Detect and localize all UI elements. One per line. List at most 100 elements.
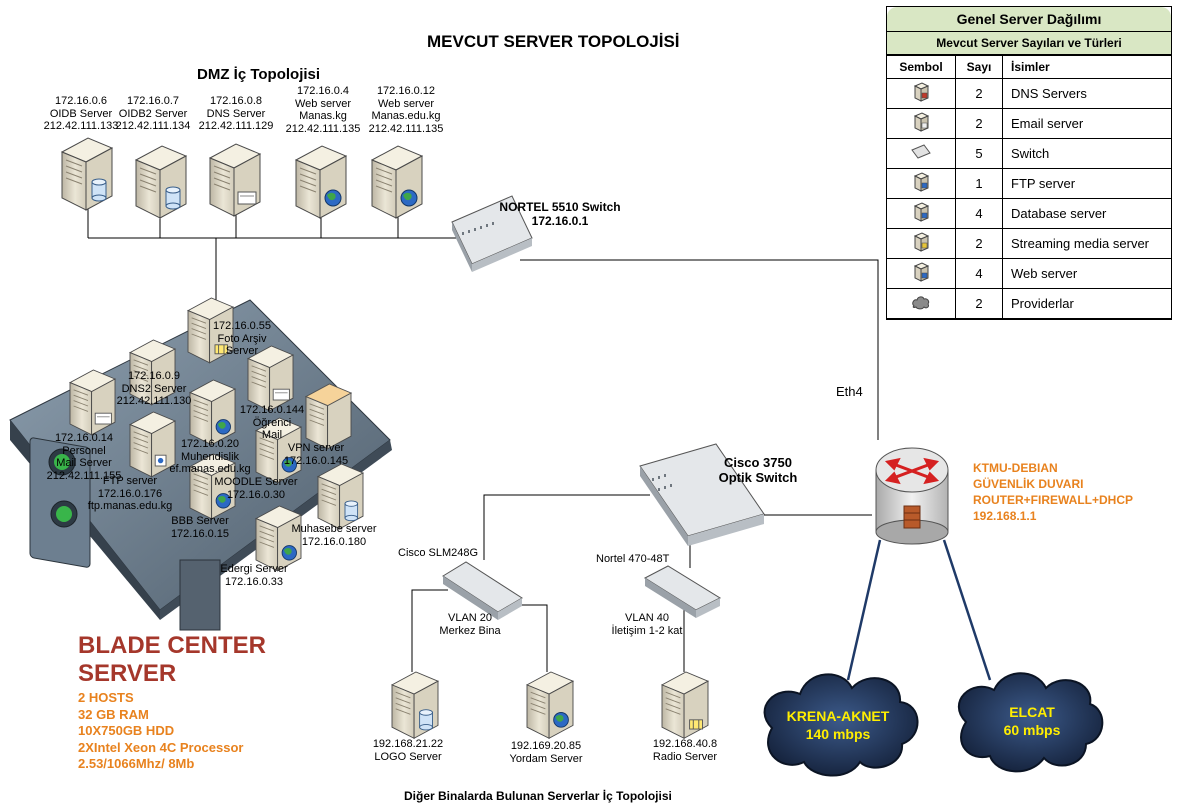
router-label: KTMU-DEBIAN GÜVENLİK DUVARI ROUTER+FIREW… <box>973 461 1134 523</box>
blade-center-title: BLADE CENTER SERVER <box>78 632 267 687</box>
ftp-server-icon <box>887 168 956 199</box>
dmz-server-label-line: Web server <box>294 97 352 110</box>
blade-server-tower <box>188 379 237 446</box>
blade-server-label-line: 212.42.111.155 <box>46 469 122 482</box>
legend-count: 5 <box>955 138 1003 169</box>
dmz-server-label-line: 172.16.0.6 <box>55 95 107 107</box>
cisco-3750-switch <box>639 443 765 546</box>
legend-header-names: İsimler <box>1002 55 1171 79</box>
branch-server-label-line: LOGO Server <box>374 750 442 763</box>
blade-server-tower <box>316 463 365 530</box>
dmz-server-label-line: 172.16.0.4 <box>297 85 349 97</box>
legend-name: FTP server <box>1002 168 1171 199</box>
blade-server-label-line: 172.16.0.145 <box>283 454 349 467</box>
blade-server-label-line: 172.16.0.15 <box>170 527 230 540</box>
branch-server-tower <box>660 671 710 740</box>
legend-header-count: Sayı <box>955 55 1003 79</box>
blade-server-label-line: Server <box>225 345 259 357</box>
blade-server-label-line: 172.16.0.33 <box>224 575 284 588</box>
legend-name: Switch <box>1002 138 1171 169</box>
switch-icon <box>887 138 956 169</box>
blade-server-label-line: 172.16.0.176 <box>97 487 163 500</box>
dmz-title: DMZ İç Topolojisi <box>197 66 321 83</box>
dmz-server-label-line: 212.42.111.134 <box>115 120 191 132</box>
blade-server-label-line: 172.16.0.180 <box>301 535 367 548</box>
dmz-server-tower <box>60 137 114 211</box>
blade-server-label-line: 172.16.0.14 <box>54 432 114 444</box>
legend-name: Streaming media server <box>1002 228 1171 259</box>
cisco-slm-label: Cisco SLM248G <box>398 547 479 559</box>
legend-count: 4 <box>955 198 1003 229</box>
blade-server-tower <box>304 383 353 450</box>
nortel-switch-label: NORTEL 5510 Switch 172.16.0.1 <box>499 200 621 228</box>
server-legend-table: Genel Server Dağılımı Mevcut Server Sayı… <box>886 6 1172 320</box>
cisco-slm248g-switch <box>442 561 523 620</box>
blade-server-tower <box>128 411 177 478</box>
blade-server-tower <box>128 339 177 406</box>
branch-server-label-line: Radio Server <box>652 750 718 763</box>
legend-count: 2 <box>955 108 1003 139</box>
cloud-icon <box>887 288 956 319</box>
email-server-icon <box>887 108 956 139</box>
legend-subtitle: Mevcut Server Sayıları ve Türleri <box>887 32 1171 55</box>
page-title: MEVCUT SERVER TOPOLOJİSİ <box>427 32 680 51</box>
blade-server-label-line: 172.16.0.30 <box>226 488 286 501</box>
dmz-server-label-line: 172.16.0.8 <box>210 95 262 107</box>
web-server-icon <box>887 258 956 289</box>
elcat-cloud <box>958 672 1104 773</box>
blade-server-label-line: Mail <box>261 429 283 441</box>
nortel-470-switch <box>643 565 722 618</box>
legend-count: 4 <box>955 258 1003 289</box>
blade-server-label-line: Muhasebe server <box>291 523 377 535</box>
dmz-server-tower <box>208 143 262 217</box>
dmz-server-tower <box>370 145 424 219</box>
branch-server-label-line: 192.168.21.22 <box>372 738 444 750</box>
dmz-server-label-line: 172.16.0.7 <box>127 95 179 107</box>
branch-server-label-line: 192.169.20.85 <box>510 740 582 752</box>
dmz-server-label-line: 212.42.111.129 <box>198 120 274 132</box>
blade-center-specs: 2 HOSTS 32 GB RAM 10X750GB HDD 2XIntel X… <box>78 690 244 771</box>
dmz-server-label-line: Manas.kg <box>299 110 347 122</box>
dmz-server-label-line: 212.42.111.135 <box>285 122 361 135</box>
dmz-server-label-line: OIDB Server <box>49 107 113 120</box>
dmz-server-label-line: OIDB2 Server <box>118 107 188 120</box>
legend-count: 2 <box>955 78 1003 109</box>
blade-server-tower <box>246 345 295 412</box>
legend-name: Database server <box>1002 198 1171 229</box>
provider-links <box>846 539 992 681</box>
dmz-server-tower <box>134 145 188 219</box>
blade-server-label-line: 172.16.0.144 <box>239 404 305 416</box>
blade-server-label-line: ftp.manas.edu.kg <box>87 500 173 512</box>
blade-server-label-line: Muhendislik <box>180 450 240 463</box>
blade-server-label-line: ef.manas.edu.kg <box>169 463 251 475</box>
blade-server-label-line: 212.42.111.130 <box>116 395 192 407</box>
branch-server-tower <box>390 671 440 740</box>
router-firewall <box>875 447 949 545</box>
legend-name: Web server <box>1002 258 1171 289</box>
dmz-server-label-line: DNS Server <box>206 107 266 120</box>
dns-server-icon <box>887 78 956 109</box>
